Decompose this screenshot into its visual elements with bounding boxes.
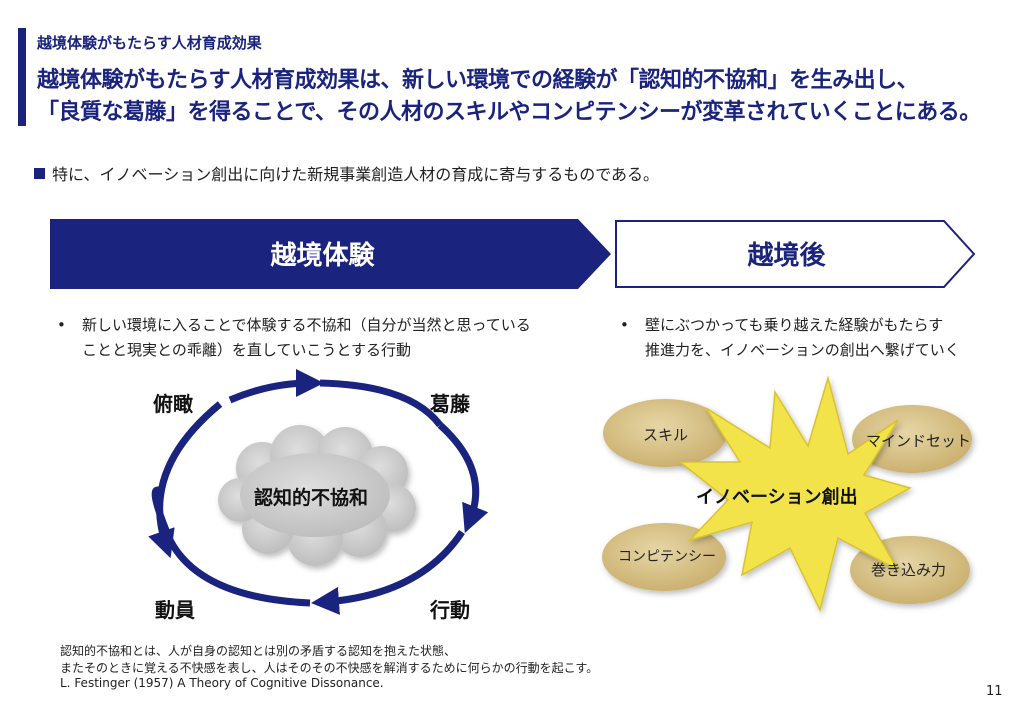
ellipse-competency xyxy=(602,523,726,591)
right-description-line-2: 推進力を、イノベーションの創出へ繋げていく xyxy=(645,341,960,359)
cycle-arc-top-right xyxy=(319,379,443,428)
cycle-arc-top xyxy=(228,369,324,404)
bullet-dot-icon: • xyxy=(620,316,629,334)
right-description-line-1: 壁にぶつかっても乗り越えた経験がもたらす xyxy=(645,316,944,334)
cloud-label: 認知的不協和 xyxy=(253,487,368,509)
chevron-right-arrow xyxy=(615,220,976,288)
cycle-arc-left-up xyxy=(148,401,223,559)
headline-line-1: 越境体験がもたらす人材育成効果は、新しい環境での経験が「認知的不協和」を生み出し… xyxy=(37,68,919,93)
chevron-label-left: 越境体験 xyxy=(270,241,375,271)
competency-label: コンピテンシー xyxy=(618,549,716,565)
cycle-arc-right xyxy=(437,422,489,534)
breadcrumb: 越境体験がもたらす人材育成効果 xyxy=(37,34,262,52)
cycle-label-kodo: 行動 xyxy=(430,598,470,622)
cycle-arc-bottom-right xyxy=(311,530,465,615)
cycle-arrows xyxy=(148,369,489,615)
footnote-line-2: またそのときに覚える不快感を表し、人はそのその不快感を解消するために何らかの行動… xyxy=(60,661,599,675)
chevron-left-arrow xyxy=(50,219,611,289)
skill-label: スキル xyxy=(643,426,689,444)
square-bullet-icon xyxy=(34,168,45,179)
cycle-label-katto: 葛藤 xyxy=(430,392,470,416)
left-description-line-1: 新しい環境に入ることで体験する不協和（自分が当然と思っている xyxy=(82,316,531,334)
left-description-line-2: ことと現実との乖離）を直していこうとする行動 xyxy=(82,341,411,359)
title-accent-bar xyxy=(18,28,26,126)
chevron-label-right: 越境後 xyxy=(747,241,826,271)
mindset-label: マインドセット xyxy=(866,432,972,450)
cycle-label-fukan: 俯瞰 xyxy=(153,392,193,416)
footnote-line-1: 認知的不協和とは、人が自身の認知とは別の矛盾する認知を抱えた状態、 xyxy=(60,644,457,658)
innovation-label: イノベーション創出 xyxy=(696,487,858,508)
innovation-star xyxy=(677,375,912,613)
page-number: 11 xyxy=(986,684,1003,699)
footnote-citation: L. Festinger (1957) A Theory of Cognitiv… xyxy=(60,676,384,690)
bullet-dot-icon: • xyxy=(57,316,66,334)
cycle-arc-bottom-left xyxy=(166,538,311,607)
cloud-shape xyxy=(218,425,416,566)
intro-text: 特に、イノベーション創出に向けた新規事業創造人材の育成に寄与するものである。 xyxy=(52,165,660,184)
ellipse-mindset xyxy=(852,405,972,473)
left-description: • 新しい環境に入ることで体験する不協和（自分が当然と思っている ことと現実との… xyxy=(57,313,587,363)
headline-line-2: 「良質な葛藤」を得ることで、その人材のスキルやコンピテンシーが変革されていくこと… xyxy=(37,100,981,125)
involvement-label: 巻き込み力 xyxy=(871,561,947,579)
ellipse-skill xyxy=(603,399,727,467)
right-description: • 壁にぶつかっても乗り越えた経験がもたらす 推進力を、イノベーションの創出へ繋… xyxy=(620,313,980,363)
cycle-label-doin: 動員 xyxy=(155,598,195,622)
